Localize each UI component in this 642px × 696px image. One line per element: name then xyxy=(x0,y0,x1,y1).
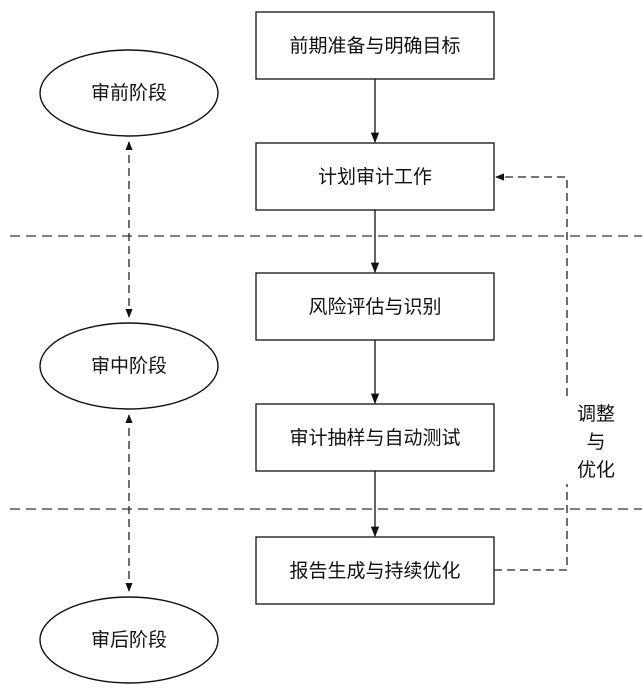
feedback-label-bg xyxy=(548,398,588,484)
phase-mid-audit-label: 审中阶段 xyxy=(91,355,167,377)
phase-post-audit: 审后阶段 xyxy=(39,596,219,684)
step-reporting: 报告生成与持续优化 xyxy=(255,536,495,605)
step-planning: 计划审计工作 xyxy=(255,142,495,211)
phase-pre-audit-label: 审前阶段 xyxy=(91,82,167,104)
phase-pre-audit: 审前阶段 xyxy=(39,49,219,137)
phase-post-audit-label: 审后阶段 xyxy=(91,629,167,651)
step-risk-assessment: 风险评估与识别 xyxy=(255,272,495,341)
feedback-loop-arrow xyxy=(494,173,568,571)
step-sampling-testing: 审计抽样与自动测试 xyxy=(255,403,495,472)
feedback-label-line1: 调整 xyxy=(577,403,615,425)
feedback-label-line3: 优化 xyxy=(577,459,615,481)
step-planning-label: 计划审计工作 xyxy=(318,166,432,188)
feedback-label-line2: 与 xyxy=(586,431,605,453)
step-sampling-testing-label: 审计抽样与自动测试 xyxy=(289,427,460,449)
step-preparation-label: 前期准备与明确目标 xyxy=(289,35,460,57)
step-reporting-label: 报告生成与持续优化 xyxy=(289,560,460,582)
phase-mid-audit: 审中阶段 xyxy=(39,322,219,410)
step-preparation: 前期准备与明确目标 xyxy=(255,11,495,80)
step-risk-assessment-label: 风险评估与识别 xyxy=(308,296,441,318)
